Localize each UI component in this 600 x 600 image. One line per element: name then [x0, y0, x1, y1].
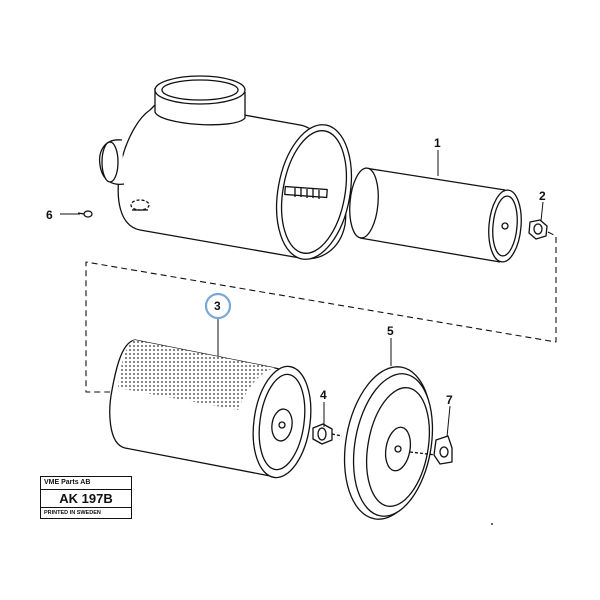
leader-lines [60, 150, 544, 438]
wing-nut-7 [433, 435, 453, 465]
callout-7: 7 [446, 393, 453, 407]
callout-3-highlight [204, 292, 232, 320]
filter-element-1 [349, 167, 522, 263]
threaded-stud [284, 185, 328, 199]
filter-element-3 [109, 339, 312, 479]
screw-6 [77, 210, 93, 218]
stamp-company: VME Parts AB [41, 477, 131, 490]
cover-5 [343, 366, 437, 520]
stamp-code: AK 197B [41, 490, 131, 508]
stray-mark [491, 523, 493, 525]
callout-6: 6 [46, 208, 53, 222]
stamp-printed: PRINTED IN SWEDEN [44, 510, 101, 516]
assembly-dashed-outline [85, 231, 557, 393]
callout-5: 5 [387, 324, 394, 338]
callout-4: 4 [320, 388, 327, 402]
callout-1: 1 [434, 136, 441, 150]
air-cleaner-housing [98, 75, 353, 260]
nut-2 [528, 219, 548, 240]
callout-3: 3 [214, 299, 221, 313]
callout-2: 2 [539, 189, 546, 203]
publisher-stamp: VME Parts AB AK 197B PRINTED IN SWEDEN [40, 476, 132, 519]
nut-4 [312, 423, 343, 445]
